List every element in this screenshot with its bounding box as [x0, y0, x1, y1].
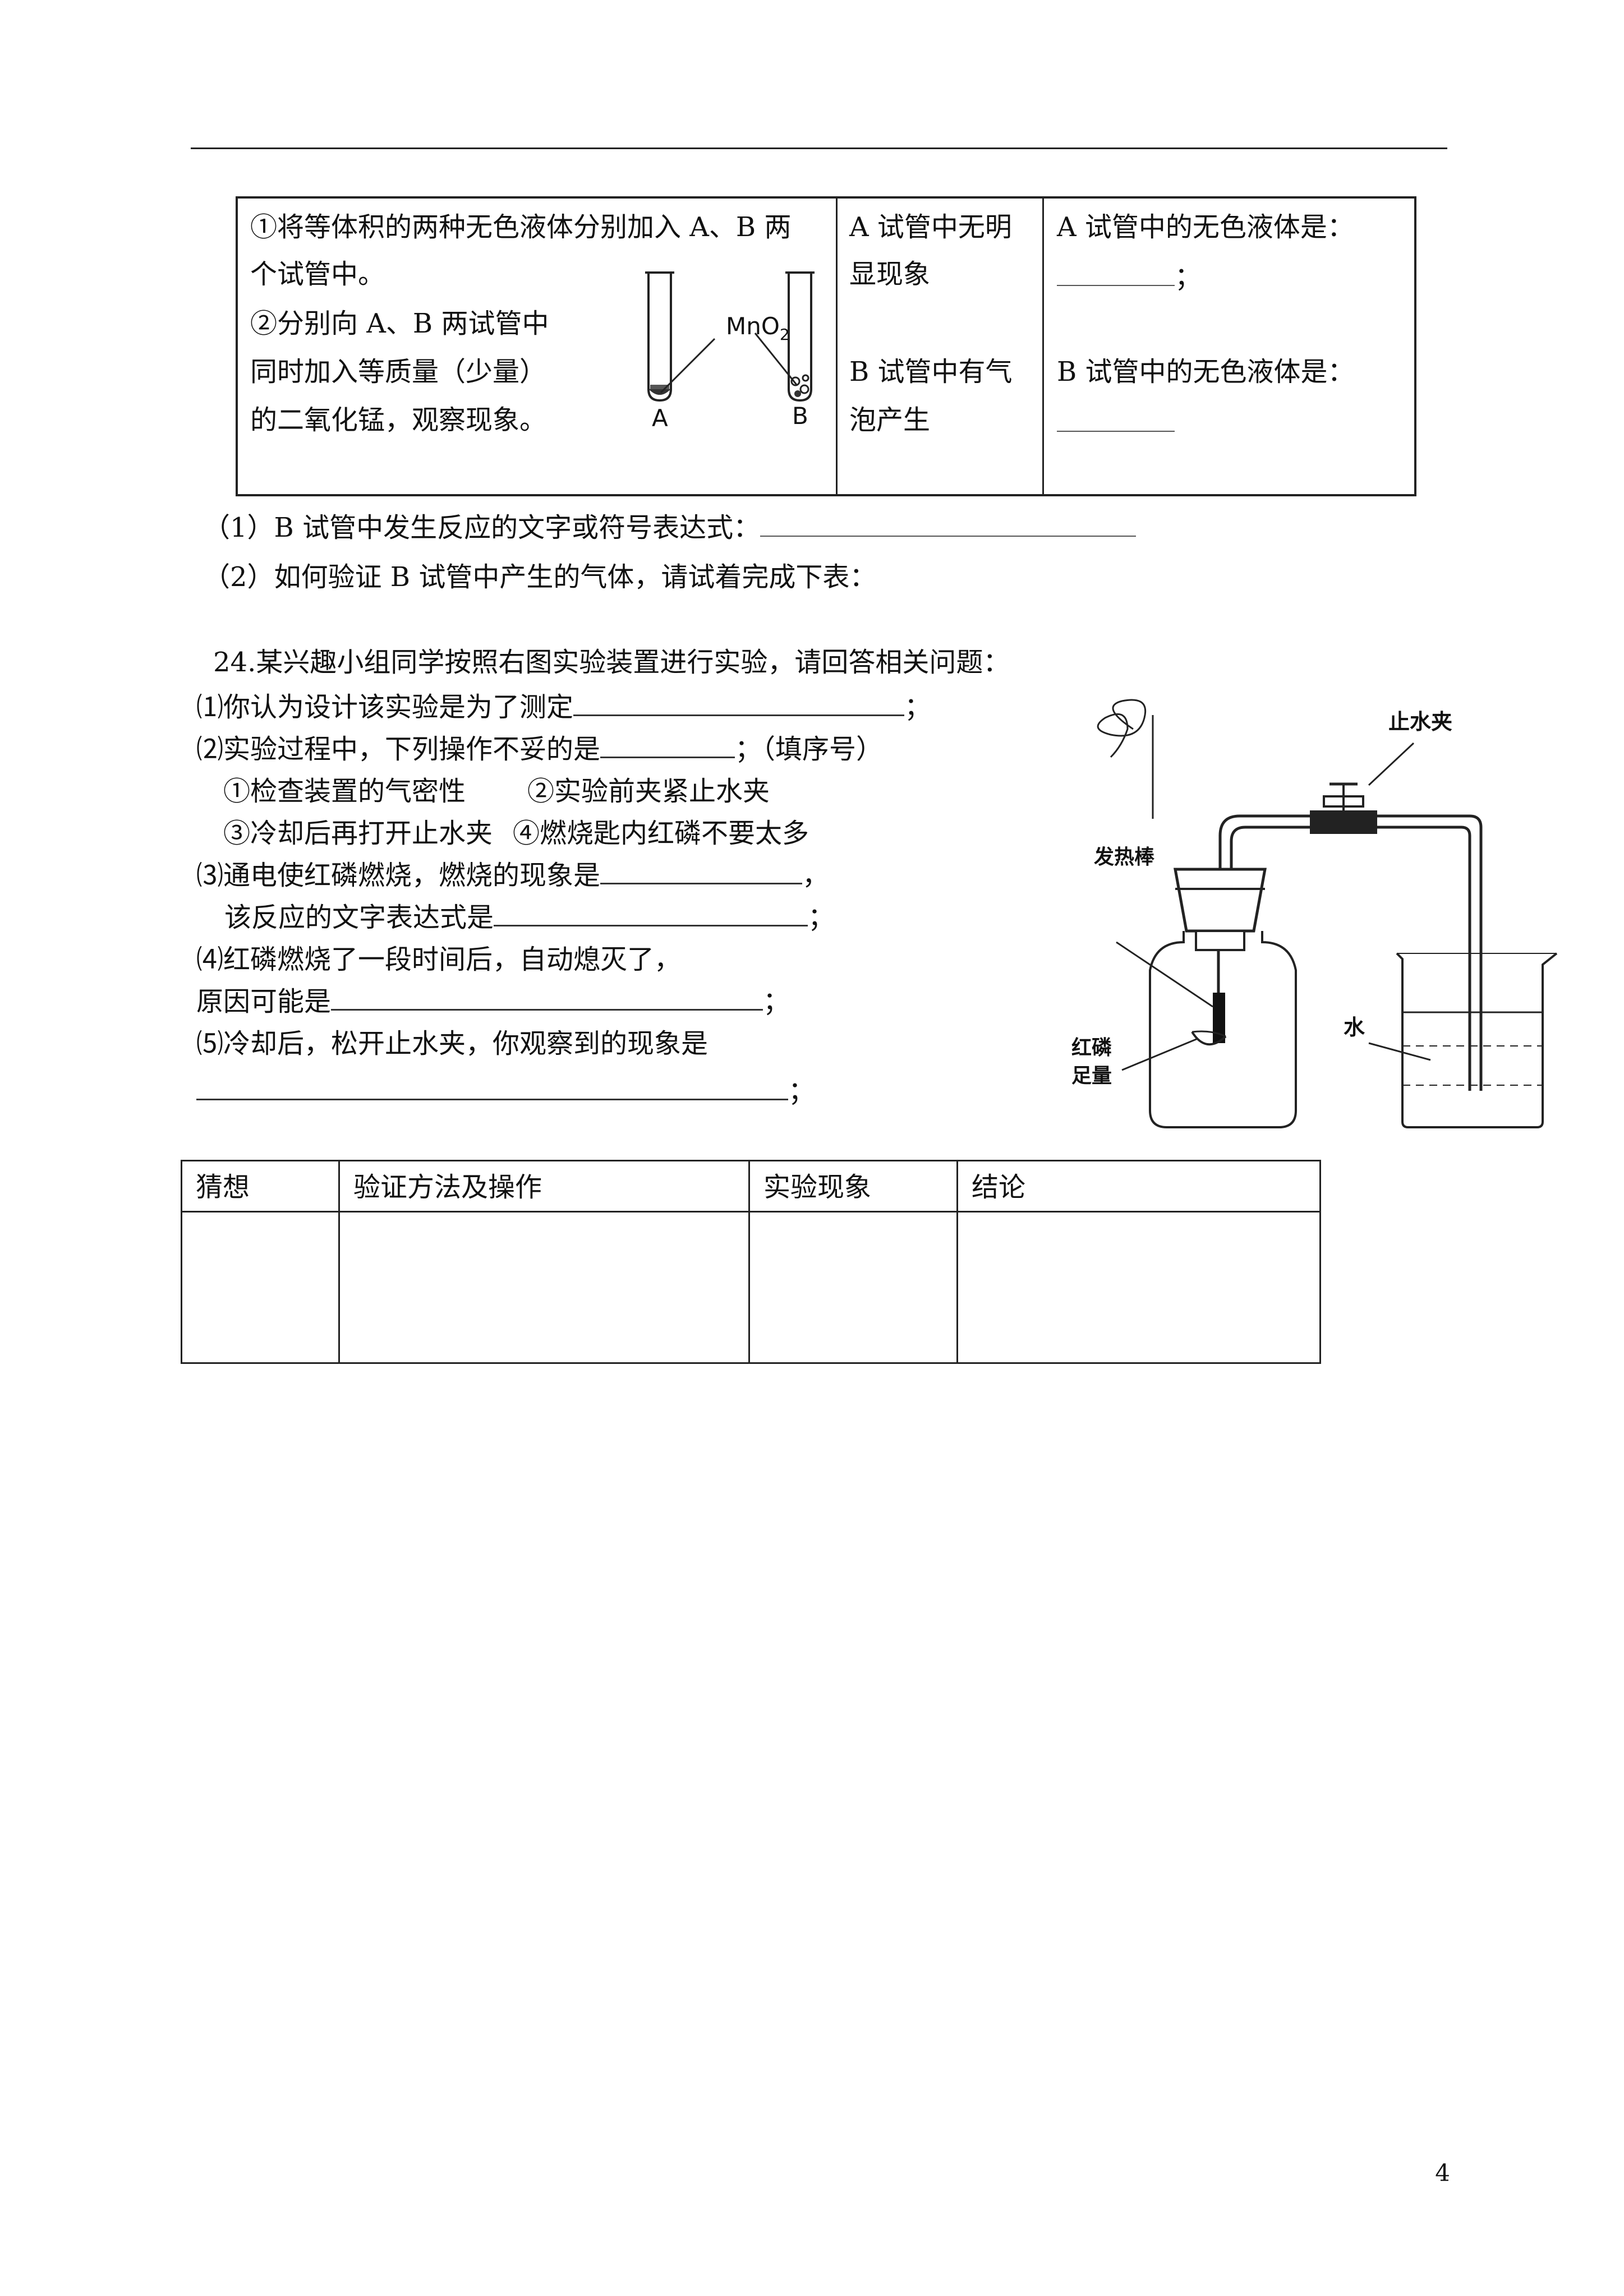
answer-blank[interactable]: [494, 900, 808, 926]
experiment-table: ①将等体积的两种无色液体分别加入 A、B 两 个试管中。 ②分别向 A、B 两试…: [236, 196, 1416, 496]
conclusion-b-answer: [1057, 403, 1175, 440]
header-hypothesis: 猜想: [181, 1160, 340, 1212]
answer-cell[interactable]: [748, 1211, 958, 1364]
answer-blank[interactable]: [1057, 257, 1175, 286]
answer-blank[interactable]: [1057, 403, 1175, 432]
question-24-part-3: ⑶通电使红磷燃烧，燃烧的现象是，: [196, 858, 829, 893]
red-phosphorus-label: 红磷: [1071, 1036, 1112, 1059]
step-1-text-cont: 个试管中。: [250, 259, 385, 290]
stopper: [1174, 868, 1267, 933]
answer-cell[interactable]: [338, 1211, 750, 1364]
question-1: （1）B 试管中发生反应的文字或符号表达式：: [203, 510, 1137, 545]
question-24-part-4b: 原因可能是；: [196, 984, 790, 1019]
answer-blank[interactable]: [600, 732, 735, 758]
observation-a-cont: 显现象: [849, 259, 931, 290]
test-tube-b: [788, 273, 812, 402]
answer-cell[interactable]: [956, 1211, 1321, 1364]
question-24-part-2: ⑵实验过程中，下列操作不妥的是；（填序号）: [196, 732, 883, 767]
combustion-spoon: [1191, 1031, 1227, 1046]
table-divider: [836, 199, 838, 494]
step-1-text: ①将等体积的两种无色液体分别加入 A、B 两: [250, 211, 792, 243]
header-method: 验证方法及操作: [338, 1160, 750, 1212]
clamp-label: 止水夹: [1388, 709, 1452, 734]
mno2-label: MnO2: [726, 312, 790, 344]
question-24-part-5-answer: ；: [196, 1074, 815, 1109]
observation-b-cont: 泡产生: [849, 404, 931, 436]
question-2: （2）如何验证 B 试管中产生的气体，请试着完成下表：: [203, 561, 877, 593]
water-clamp: [1310, 810, 1377, 834]
option-4: ④燃烧匙内红磷不要太多: [513, 818, 809, 849]
header-phenomenon: 实验现象: [748, 1160, 958, 1212]
test-tube-figure: MnO2 A B: [645, 271, 815, 428]
option-2: ②实验前夹紧止水夹: [527, 776, 770, 807]
conclusion-a-answer: ；: [1057, 257, 1202, 294]
answer-blank[interactable]: [760, 513, 1137, 537]
water-label: 水: [1344, 1015, 1365, 1040]
question-24-part-1: ⑴你认为设计该实验是为了测定；: [196, 690, 931, 725]
option-1: ①检查装置的气密性: [223, 776, 466, 807]
conclusion-a: A 试管中的无色液体是：: [1057, 211, 1354, 243]
question-24-part-5: ⑸冷却后，松开止水夹，你观察到的现象是: [196, 1028, 709, 1059]
answer-blank[interactable]: [600, 858, 803, 884]
sufficient-amount-label: 足量: [1071, 1064, 1112, 1087]
tube-a-label: A: [652, 404, 668, 428]
question-24-part-4: ⑷红磷燃烧了一段时间后，自动熄灭了，: [196, 944, 682, 975]
gas-bottle: [1149, 931, 1297, 1128]
verification-table: 猜想 验证方法及操作 实验现象 结论: [181, 1160, 1321, 1364]
step-2-text-end: 的二氧化锰，观察现象。: [250, 404, 547, 436]
step-2-text-cont: 同时加入等质量（少量）: [250, 356, 547, 388]
question-24-part-3b: 该反应的文字表达式是；: [224, 900, 835, 935]
option-3: ③冷却后再打开止水夹: [223, 818, 493, 849]
apparatus-figure: 止水夹 发热棒 红磷 足量 水: [1071, 699, 1558, 1128]
header-rule: [191, 147, 1447, 149]
conclusion-b: B 试管中的无色液体是：: [1057, 356, 1355, 388]
wire: [1097, 699, 1146, 758]
answer-blank[interactable]: [331, 984, 763, 1011]
observation-b: B 试管中有气: [849, 356, 1013, 388]
header-conclusion: 结论: [956, 1160, 1321, 1212]
test-tube-a: [647, 273, 672, 402]
step-2-text: ②分别向 A、B 两试管中: [250, 308, 549, 339]
observation-a: A 试管中无明: [849, 211, 1012, 243]
question-24-title: 24.某兴趣小组同学按照右图实验装置进行实验，请回答相关问题：: [213, 647, 1010, 678]
beaker: [1396, 952, 1558, 1128]
page-number: 4: [1435, 2159, 1450, 2187]
answer-blank[interactable]: [573, 690, 905, 716]
tube-b-label: B: [792, 402, 808, 428]
rod-label: 发热棒: [1094, 846, 1155, 869]
answer-cell[interactable]: [181, 1211, 340, 1364]
table-divider: [1042, 199, 1044, 494]
answer-blank[interactable]: [196, 1074, 788, 1100]
